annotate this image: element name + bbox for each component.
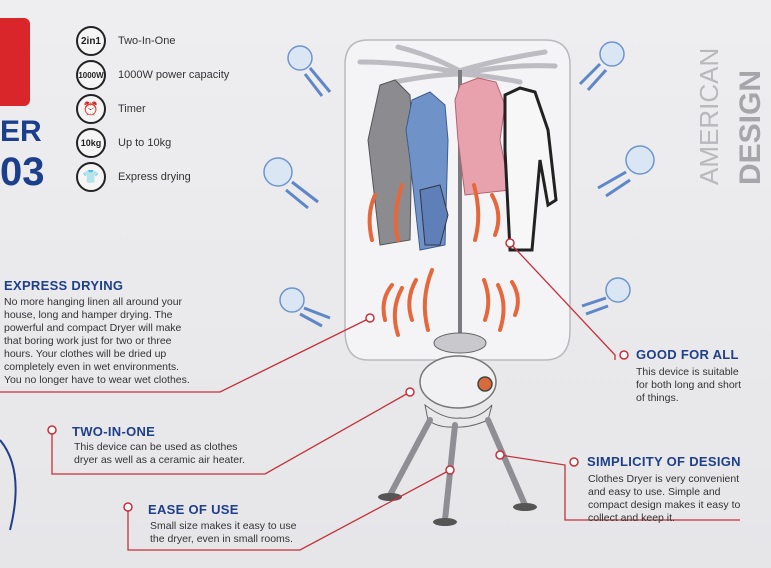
feature-power: 1000W 1000W power capacity bbox=[76, 60, 229, 90]
feature-express-drying: 👕 Express drying bbox=[76, 162, 191, 192]
text-line: house, long and hamper drying. The bbox=[4, 309, 173, 321]
feature-label: Express drying bbox=[118, 171, 191, 183]
wind-puff-icon bbox=[581, 277, 631, 316]
text-line: powerful and compact Dryer will make bbox=[4, 322, 182, 334]
timer-icon: ⏰ bbox=[76, 94, 106, 124]
fan-grille bbox=[433, 332, 487, 354]
feature-label: Up to 10kg bbox=[118, 137, 172, 149]
brand-name-fragment: ER bbox=[0, 115, 42, 148]
simplicity-title: SIMPLICITY OF DESIGN bbox=[587, 454, 741, 469]
text-line: No more hanging linen all around your bbox=[4, 296, 183, 308]
tripod-legs bbox=[387, 417, 528, 523]
wind-puff-icon bbox=[287, 45, 332, 97]
feature-label: Timer bbox=[118, 103, 146, 115]
callout-dots bbox=[47, 238, 629, 512]
leg-foot bbox=[513, 503, 537, 511]
wind-puff-icon bbox=[578, 41, 625, 92]
feature-two-in-one: 2in1 Two-In-One bbox=[76, 26, 175, 56]
text-line: and easy to use. Simple and bbox=[588, 486, 721, 498]
model-number-fragment: 03 bbox=[0, 150, 45, 194]
text-line: dryer as well as a ceramic air heater. bbox=[74, 454, 245, 466]
text-line: Small size makes it easy to use bbox=[150, 520, 297, 532]
two-in-one-icon: 2in1 bbox=[76, 26, 106, 56]
text-line: of things. bbox=[636, 392, 679, 404]
text-line: Clothes Dryer is very convenient bbox=[588, 473, 740, 485]
feature-label: Two-In-One bbox=[118, 35, 176, 47]
text-line: completely even in wet environments. bbox=[4, 361, 180, 373]
airflow-arrows bbox=[367, 183, 520, 337]
text-line: for both long and short bbox=[636, 379, 742, 391]
good-for-all-title: GOOD FOR ALL bbox=[636, 347, 739, 362]
feature-label: 1000W power capacity bbox=[118, 69, 230, 81]
wind-puff-icon bbox=[279, 287, 331, 328]
text-line: that boring work just for two or three bbox=[4, 335, 172, 347]
two-in-one-title: TWO-IN-ONE bbox=[72, 424, 156, 439]
text-line: This device can be used as clothes bbox=[74, 441, 238, 453]
two-in-one-text: This device can be used as clothes dryer… bbox=[74, 441, 245, 467]
wind-icons bbox=[263, 41, 655, 328]
text-line: hours. Your clothes will be dried up bbox=[4, 348, 167, 360]
power-icon: 1000W bbox=[76, 60, 106, 90]
text-line: collect and keep it. bbox=[588, 512, 675, 524]
grey-shirt bbox=[367, 79, 413, 246]
leg-foot bbox=[433, 518, 457, 526]
express-drying-text: No more hanging linen all around your ho… bbox=[4, 296, 190, 387]
feature-capacity: 10kg Up to 10kg bbox=[76, 128, 171, 158]
text-line: the dryer, even in small rooms. bbox=[150, 533, 293, 545]
callout-lines bbox=[0, 242, 740, 551]
weight-icon: 10kg bbox=[76, 128, 106, 158]
text-line: You no longer have to wear wet clothes. bbox=[4, 374, 190, 386]
partial-logo-arc bbox=[0, 439, 17, 531]
feature-timer: ⏰ Timer bbox=[76, 94, 146, 124]
timer-knob-icon[interactable] bbox=[477, 376, 493, 392]
shirt-icon: 👕 bbox=[76, 162, 106, 192]
heater-base bbox=[419, 355, 497, 409]
small-shirt bbox=[419, 184, 449, 246]
wind-puff-icon bbox=[263, 157, 319, 210]
ease-of-use-text: Small size makes it easy to use the drye… bbox=[150, 520, 296, 546]
text-line: This device is suitable bbox=[636, 366, 739, 378]
brand-logo bbox=[0, 18, 30, 106]
ease-of-use-title: EASE OF USE bbox=[148, 502, 239, 517]
white-long-top bbox=[503, 86, 558, 252]
text-line: compact design makes it easy to bbox=[588, 499, 741, 511]
wind-puff-icon bbox=[597, 145, 655, 198]
good-for-all-text: This device is suitable for both long an… bbox=[636, 366, 741, 405]
simplicity-text: Clothes Dryer is very convenient and eas… bbox=[588, 473, 740, 525]
express-drying-title: EXPRESS DRYING bbox=[4, 278, 124, 293]
hanger-rack bbox=[357, 44, 558, 85]
